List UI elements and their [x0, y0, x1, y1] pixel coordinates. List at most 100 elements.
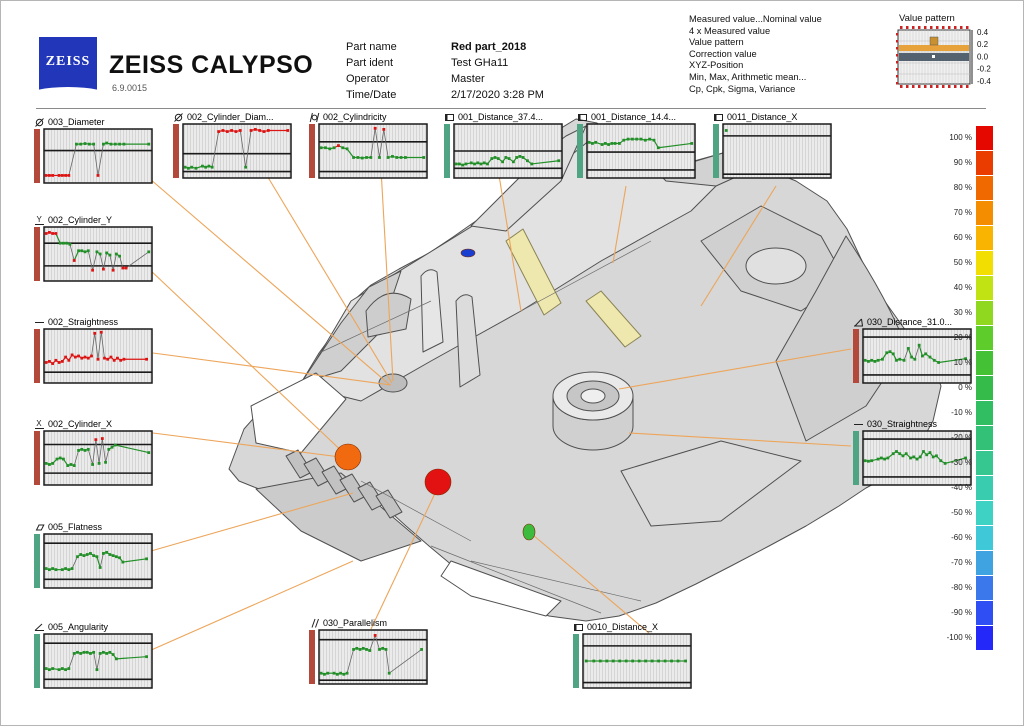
scale-row: 70 % [936, 200, 993, 225]
vp-axis-label: 0.2 [977, 40, 989, 49]
scale-row: -30 % [936, 450, 993, 475]
scale-label: 10 % [953, 358, 972, 367]
chart-title-label: 002_Cylindricity [323, 111, 387, 122]
chart-plot [34, 533, 153, 589]
leader-line [262, 168, 393, 384]
scale-color-block [976, 450, 993, 475]
legend-line: Correction value [689, 48, 757, 59]
scale-label: 30 % [953, 308, 972, 317]
chart-002-cylindricity[interactable]: 002_Cylindricity [309, 111, 429, 184]
zeiss-logo-text: ZEISS [45, 54, 91, 69]
scale-label: -90 % [951, 608, 972, 617]
marker-blue [460, 248, 476, 258]
vp-axis-label: 0.0 [977, 52, 989, 61]
status-bar [577, 124, 583, 178]
vp-axis-label: -0.4 [977, 77, 991, 86]
chart-001-distance-14[interactable]: 001_Distance_14.4... [577, 111, 697, 184]
leader-line [612, 185, 627, 264]
info-row: Part ident Test GHa11 [346, 55, 651, 71]
chart-030-parallelism[interactable]: 030_Parallelism [309, 617, 429, 690]
chart-005-flatness[interactable]: 005_Flatness [34, 521, 154, 594]
chart-plot [573, 633, 692, 689]
status-bar [309, 630, 315, 684]
chart-title-label: 002_Cylinder_Diam... [187, 111, 274, 122]
scale-row: -100 % [936, 625, 993, 650]
distance-icon [445, 113, 454, 121]
status-bar [853, 329, 859, 383]
chart-0011-distance-x[interactable]: 0011_Distance_X [713, 111, 833, 184]
chart-002-cylinder-diam[interactable]: 002_Cylinder_Diam... [173, 111, 293, 184]
chart-plot [853, 328, 972, 384]
chart-title-label: 003_Diameter [48, 116, 105, 127]
zeiss-logo: ZEISS [39, 37, 97, 93]
status-bar [34, 129, 40, 183]
info-label: Part ident [346, 57, 394, 69]
measurement-markers [334, 248, 536, 541]
sphere-red [424, 468, 452, 496]
scale-label: 70 % [953, 208, 972, 217]
pos-y-icon: Y [35, 215, 44, 225]
scale-color-block [976, 200, 993, 225]
scale-row: 100 % [936, 125, 993, 150]
scale-label: -80 % [951, 583, 972, 592]
status-bar [444, 124, 450, 178]
leader-lines [142, 168, 852, 652]
chart-005-angularity[interactable]: 005_Angularity [34, 621, 154, 694]
scale-row: 0 % [936, 375, 993, 400]
diameter-icon [174, 112, 183, 122]
chart-title-label: 001_Distance_37.4... [458, 111, 544, 122]
scale-color-block [976, 250, 993, 275]
chart-002-straightness[interactable]: 002_Straightness [34, 316, 154, 389]
legend-line: 4 x Measured value [689, 25, 771, 36]
scale-color-block [976, 625, 993, 650]
chart-030-straightness[interactable]: 030_Straightness [853, 418, 973, 491]
chart-title: 002_Straightness [34, 316, 154, 328]
chart-003-diameter[interactable]: 003_Diameter [34, 116, 154, 189]
scale-label: 60 % [953, 233, 972, 242]
info-value: Test GHa11 [451, 57, 509, 69]
scale-label: 0 % [958, 383, 972, 392]
scale-color-block [976, 475, 993, 500]
chart-title: 001_Distance_14.4... [577, 111, 697, 123]
chart-plot [309, 123, 428, 179]
scale-row: -60 % [936, 525, 993, 550]
scale-color-block [976, 125, 993, 150]
scale-label: -20 % [951, 433, 972, 442]
svg-text:X: X [36, 419, 42, 428]
chart-plot [853, 430, 972, 486]
chart-title-label: 002_Straightness [48, 316, 119, 327]
chart-030-distance-31[interactable]: 030_Distance_31.0... [853, 316, 973, 389]
chart-title: 005_Angularity [34, 621, 154, 633]
scale-label: 80 % [953, 183, 972, 192]
cylindricity-icon [309, 112, 320, 122]
chart-plot [34, 328, 153, 384]
chart-title: 003_Diameter [34, 116, 154, 128]
scale-color-block [976, 225, 993, 250]
leader-line [532, 534, 650, 634]
status-bar [713, 124, 719, 178]
scale-label: -100 % [946, 633, 972, 642]
chart-plot [173, 123, 292, 179]
scale-row: -20 % [936, 425, 993, 450]
scale-color-block [976, 150, 993, 175]
scale-color-block [976, 275, 993, 300]
diameter-icon [35, 117, 44, 127]
chart-plot [34, 430, 153, 486]
chart-0010-distance-x[interactable]: 0010_Distance_X [573, 621, 693, 694]
status-bar [573, 634, 579, 688]
vp-axis-label: 0.4 [977, 28, 989, 37]
vp-axis-label: -0.2 [977, 65, 991, 74]
chart-plot [713, 123, 832, 179]
chart-001-distance-37[interactable]: 001_Distance_37.4... [444, 111, 564, 184]
chart-title-label: 0010_Distance_X [587, 621, 659, 632]
chart-plot [444, 123, 563, 179]
scale-label: -40 % [951, 483, 972, 492]
